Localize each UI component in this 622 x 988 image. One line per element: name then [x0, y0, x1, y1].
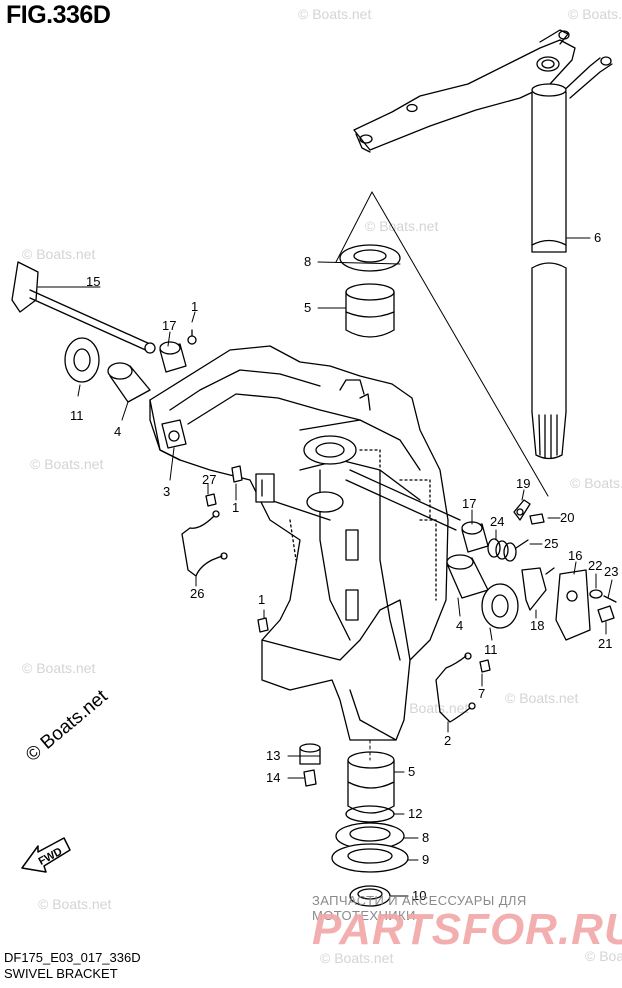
callout-8: 8	[422, 830, 429, 845]
callout-numbers: 6 8 5 15 1 17 11 4 3 27 1 26 17 19 20 25…	[70, 230, 618, 903]
shop-logo: PARTSFOR.RU	[312, 905, 622, 954]
bolt-27	[205, 493, 217, 507]
callout-7: 7	[478, 686, 485, 701]
callout-8: 8	[304, 254, 311, 269]
bolt-1-low	[257, 617, 269, 633]
shop-tagline: ЗАПЧАСТИ И АКСЕССУАРЫ ДЛЯ МОТОТЕХНИКИ	[312, 893, 527, 923]
watermark: © Boats.net	[568, 6, 622, 22]
callout-13: 13	[266, 748, 280, 763]
figure-name: SWIVEL BRACKET	[4, 966, 118, 981]
callout-2: 2	[444, 733, 451, 748]
callout-12: 12	[408, 806, 422, 821]
right-collar	[461, 521, 489, 553]
watermark: © Boats.net	[505, 690, 579, 706]
figure-code: DF175_E03_017_336D	[4, 950, 141, 965]
callout-21: 21	[598, 636, 612, 651]
upper-washer	[339, 244, 401, 272]
left-collar	[159, 341, 187, 373]
callout-20: 20	[560, 510, 574, 525]
callout-3: 3	[163, 484, 170, 499]
callout-16: 16	[568, 548, 582, 563]
callout-17: 17	[462, 496, 476, 511]
callout-15: 15	[86, 274, 100, 289]
bolt-14	[303, 769, 317, 787]
callout-10: 10	[412, 888, 426, 903]
callout-25: 25	[544, 536, 558, 551]
right-washer	[481, 583, 519, 629]
leader-lines	[37, 237, 613, 897]
return-spring	[487, 538, 529, 562]
callout-11: 11	[70, 408, 84, 423]
callout-22: 22	[588, 558, 602, 573]
callout-18: 18	[530, 618, 544, 633]
callout-5: 5	[408, 764, 415, 779]
steering-shaft	[531, 83, 567, 460]
callout-1: 1	[258, 592, 265, 607]
watermark: © Boats.net	[570, 475, 622, 491]
ground-wire-2	[435, 655, 471, 723]
grease-nipple	[187, 329, 197, 345]
right-bushing	[446, 554, 489, 599]
watermark: © Boats.net	[38, 896, 112, 912]
callout-24: 24	[490, 514, 504, 529]
lock-lever	[513, 499, 531, 521]
callout-26: 26	[190, 586, 204, 601]
callout-6: 6	[594, 230, 601, 245]
steering-arm	[353, 29, 613, 153]
nut-21	[597, 605, 615, 623]
left-washer	[64, 337, 100, 383]
plate-16	[555, 569, 591, 641]
callout-5: 5	[304, 300, 311, 315]
callout-17: 17	[162, 318, 176, 333]
tilt-pin	[11, 261, 156, 354]
lower-bushing	[347, 751, 395, 814]
bolt-20	[529, 513, 545, 525]
washer-22	[589, 589, 603, 599]
watermark: © Boats.net	[298, 6, 372, 22]
bolt-7	[479, 659, 491, 673]
watermark: © Boats.net	[365, 218, 439, 234]
callout-9: 9	[422, 852, 429, 867]
callout-4: 4	[114, 424, 121, 439]
fwd-arrow-icon[interactable]: FWD	[21, 837, 71, 873]
callout-1: 1	[191, 299, 198, 314]
lower-seal	[331, 843, 409, 873]
pin-23	[603, 595, 617, 603]
callout-1: 1	[232, 500, 239, 515]
watermark: © Boats.net	[30, 456, 104, 472]
tilt-lever	[521, 567, 555, 611]
left-bushing	[107, 362, 151, 403]
watermark: © Boats.net	[320, 950, 394, 966]
ground-wire-26	[181, 515, 223, 577]
watermark: © Boats.net	[22, 246, 96, 262]
plug-13	[299, 743, 321, 765]
watermark: © Boats.net	[395, 700, 469, 716]
callout-27: 27	[202, 472, 216, 487]
callout-14: 14	[266, 770, 280, 785]
upper-bushing	[345, 283, 395, 338]
callout-4: 4	[456, 618, 463, 633]
bolt-1-mid	[231, 465, 243, 483]
watermark: © Boats.net	[585, 948, 622, 964]
swivel-bracket-body	[149, 345, 449, 741]
fwd-label: FWD	[37, 846, 65, 868]
callout-19: 19	[516, 476, 530, 491]
figure-title: FIG.336D	[6, 1, 111, 29]
callout-23: 23	[604, 564, 618, 579]
watermark: © Boats.net	[22, 660, 96, 676]
callout-11: 11	[484, 642, 498, 657]
